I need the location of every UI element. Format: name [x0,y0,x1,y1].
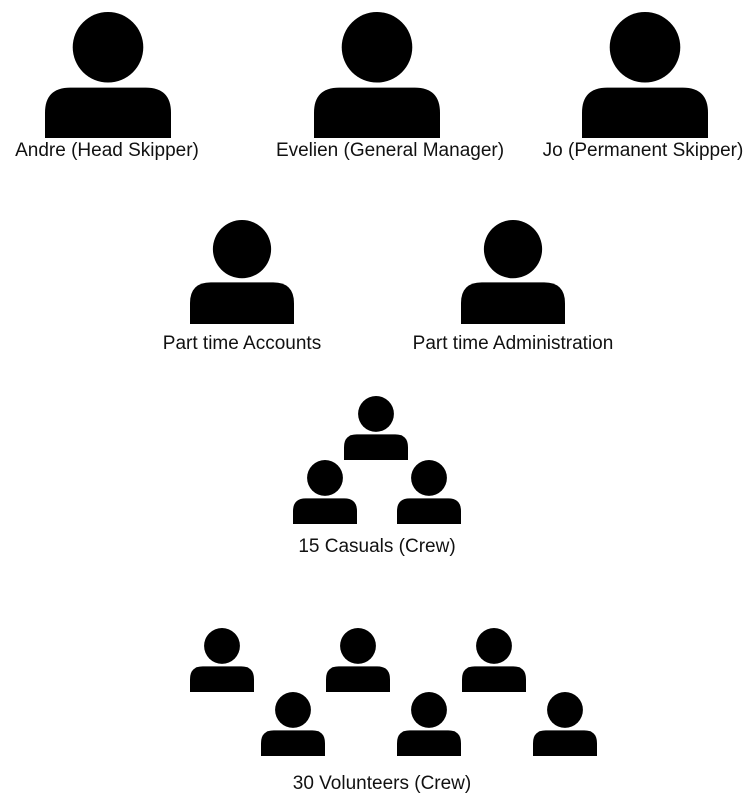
label-andre: Andre (Head Skipper) [15,140,199,161]
person-icon-volunteer [326,628,390,692]
person-icon-volunteer [190,628,254,692]
person-icon-jo [582,12,708,138]
label-casuals: 15 Casuals (Crew) [298,536,456,557]
label-volunteers: 30 Volunteers (Crew) [292,773,472,794]
person-icon-casual [344,396,408,460]
person-icon-evelien [314,12,440,138]
label-administration: Part time Administration [412,333,614,354]
person-icon-administration [461,220,565,324]
person-icon-casual [397,460,461,524]
person-icon-volunteer [397,692,461,756]
person-icon-volunteer [533,692,597,756]
person-icon-andre [45,12,171,138]
label-jo: Jo (Permanent Skipper) [542,140,744,161]
person-icon-volunteer [261,692,325,756]
person-icon-casual [293,460,357,524]
label-accounts: Part time Accounts [162,333,322,354]
label-evelien: Evelien (General Manager) [275,140,505,161]
person-icon-accounts [190,220,294,324]
person-icon-volunteer [462,628,526,692]
